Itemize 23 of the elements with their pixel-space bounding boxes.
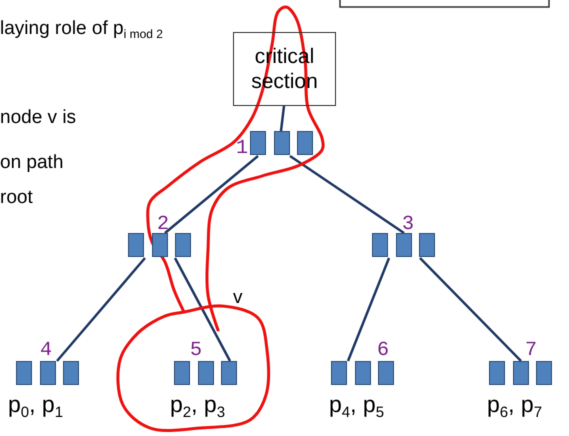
node-number: 2 [157, 215, 170, 235]
connector-line [56, 257, 146, 362]
connector-line [280, 106, 286, 132]
node-number: 1 [236, 139, 248, 159]
node-number: 5 [190, 341, 202, 361]
process-label: p$_{4}$, p$_{5}$ [329, 391, 384, 417]
note-text: on path [0, 152, 64, 174]
connector-line [174, 257, 232, 362]
process-label: p$_{6}$, p$_{7}$ [487, 391, 542, 417]
connector-line [289, 154, 405, 234]
note-text: node v is [0, 107, 76, 129]
process-label: p$_{2}$, p$_{3}$ [170, 391, 226, 417]
note-text: root [0, 187, 33, 209]
node-number: 4 [40, 341, 52, 361]
connector-line [346, 258, 390, 362]
node-number: 3 [402, 215, 414, 235]
connector-line [164, 155, 259, 234]
node-number: 7 [525, 341, 538, 361]
note-text: laying role of p$_{i mod 2}$ [0, 18, 163, 40]
connector-line [419, 257, 522, 362]
node-number: 6 [377, 341, 390, 361]
node-label: v [233, 287, 242, 309]
process-label: p$_{0}$, p$_{1}$ [8, 391, 64, 417]
